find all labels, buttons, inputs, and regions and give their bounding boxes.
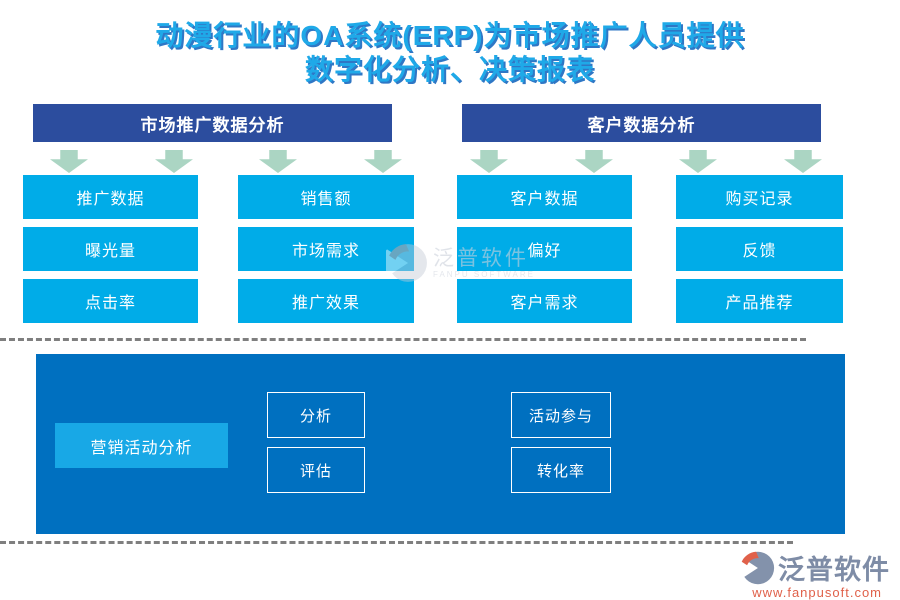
node-conversion-rate: 转化率 [511,447,611,493]
arrow-down-icon [575,150,613,173]
arrow-down-icon [784,150,822,173]
slide-title: 动漫行业的OA系统(ERP)为市场推广人员提供 数字化分析、决策报表 [0,19,900,87]
node-sales-volume: 销售额 [238,175,414,219]
node-evaluation: 评估 [267,447,365,493]
node-customer-demand: 客户需求 [457,279,632,323]
campaign-analysis-panel: 营销活动分析 分析 评估 活动参与 转化率 [36,354,845,534]
arrow-down-icon [155,150,193,173]
arrow-down-icon [364,150,402,173]
fanpu-logo-name: 泛普软件 [778,555,890,585]
node-customer-data: 客户数据 [457,175,632,219]
arrow-down-icon [679,150,717,173]
arrow-down-icon [259,150,297,173]
fanpu-logo[interactable]: 泛普软件 www.fanpusoft.com [739,548,890,600]
node-purchase-record: 购买记录 [676,175,843,219]
node-preference: 偏好 [457,227,632,271]
arrow-down-icon [50,150,88,173]
node-product-recommendation: 产品推荐 [676,279,843,323]
node-promotion-effect: 推广效果 [238,279,414,323]
header-customer-data-analysis: 客户数据分析 [462,104,821,142]
slide-title-line2: 数字化分析、决策报表 [304,54,595,85]
campaign-analysis-label: 营销活动分析 [55,423,228,468]
dashed-separator-bottom [0,541,793,544]
arrow-down-icon [470,150,508,173]
node-analysis: 分析 [267,392,365,438]
fanpu-logo-url[interactable]: www.fanpusoft.com [752,585,882,600]
fanpu-logo-row: 泛普软件 [739,548,890,587]
fanpu-logo-icon [739,551,775,584]
node-promotion-data: 推广数据 [23,175,198,219]
dashed-separator-top [0,338,806,341]
node-exposure: 曝光量 [23,227,198,271]
node-feedback: 反馈 [676,227,843,271]
node-event-participation: 活动参与 [511,392,611,438]
node-market-demand: 市场需求 [238,227,414,271]
node-click-rate: 点击率 [23,279,198,323]
header-marketing-data-analysis: 市场推广数据分析 [33,104,392,142]
slide-title-line1: 动漫行业的OA系统(ERP)为市场推广人员提供 [155,20,745,51]
